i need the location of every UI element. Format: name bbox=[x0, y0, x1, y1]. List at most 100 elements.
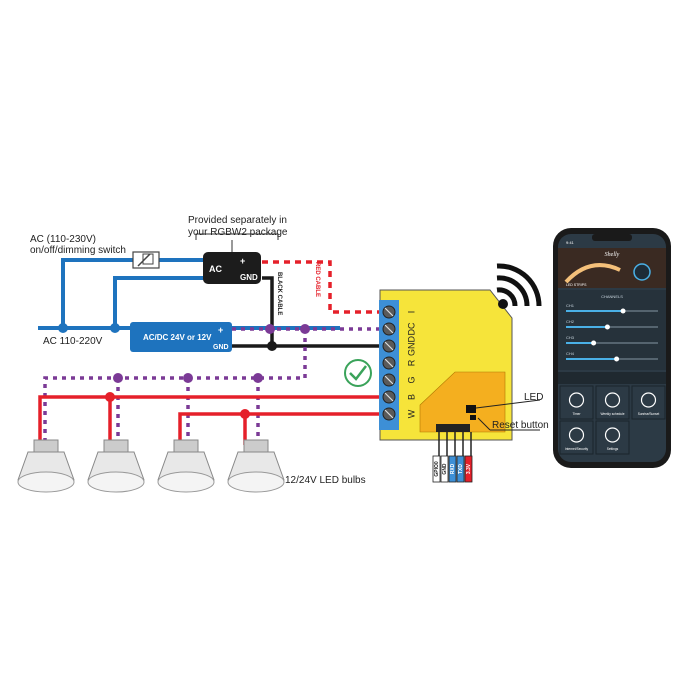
adapter-ac-label: AC bbox=[209, 264, 222, 274]
red-cable-label: RED CABLE bbox=[314, 262, 320, 297]
channel-slider-fill bbox=[566, 326, 608, 328]
channels-title: CHANNELS bbox=[601, 294, 623, 299]
terminal-label: R bbox=[406, 359, 416, 366]
channel-name: CH4 bbox=[566, 351, 575, 356]
red-cable bbox=[262, 260, 380, 314]
psu-plus-label: + bbox=[218, 325, 223, 335]
certification-check-icon bbox=[344, 359, 372, 387]
channel-slider-thumb[interactable] bbox=[591, 340, 597, 346]
wifi-icon bbox=[496, 263, 542, 309]
reset-button[interactable] bbox=[470, 415, 476, 420]
tile-icon bbox=[568, 427, 585, 443]
psu-title: AC/DC 24V or 12V bbox=[143, 333, 212, 342]
terminal-screw-slot bbox=[384, 324, 394, 334]
terminal-label: B bbox=[406, 394, 416, 400]
device-name: LED STRIPS bbox=[566, 283, 587, 287]
channel-slider-thumb[interactable] bbox=[614, 356, 620, 362]
channel-slider-fill bbox=[566, 310, 624, 312]
junction-dot bbox=[267, 341, 277, 351]
led-label: LED bbox=[524, 392, 543, 403]
channel-slider-fill bbox=[566, 358, 617, 360]
header-pin-label: RXD bbox=[450, 463, 456, 474]
terminal-screw-slot bbox=[384, 375, 394, 385]
junction-dot bbox=[105, 392, 115, 402]
header-pin-sleeve bbox=[464, 455, 473, 483]
terminal-screw-slot bbox=[384, 358, 394, 368]
brand-logo: Shelly bbox=[605, 252, 620, 258]
header-pin-label: 3.3V bbox=[466, 463, 472, 474]
feature-tile[interactable] bbox=[559, 385, 594, 420]
channel-slider-track[interactable] bbox=[566, 342, 658, 344]
tile-icon bbox=[604, 392, 621, 408]
header-pin-label: GPIO0 bbox=[434, 461, 440, 477]
feature-tile[interactable] bbox=[559, 420, 594, 455]
terminal-screw-slot bbox=[384, 307, 394, 317]
terminal-screw-slot bbox=[384, 341, 394, 351]
adapter-gnd-label: GND bbox=[240, 273, 258, 282]
tile-icon bbox=[604, 427, 621, 443]
terminal-label: DC bbox=[406, 322, 416, 335]
tile-label: Settings bbox=[607, 447, 619, 451]
channel-slider-fill bbox=[566, 342, 594, 344]
black-cable-label: BLACK CABLE bbox=[276, 272, 282, 315]
header-pin-label: GND bbox=[442, 463, 448, 475]
dimming-switch-icon bbox=[132, 251, 160, 269]
psu-box: AC/DC 24V or 12V + GND bbox=[130, 322, 232, 352]
header-pin-sleeve bbox=[440, 455, 449, 483]
tile-label: Timer bbox=[572, 412, 581, 416]
header-pin-sleeve bbox=[432, 455, 441, 483]
red-channel-wire bbox=[38, 395, 380, 445]
psu-gnd-label: GND bbox=[213, 344, 229, 351]
led-indicator bbox=[466, 405, 476, 413]
channel-name: CH1 bbox=[566, 303, 575, 308]
bulbs-label: 12/24V LED bulbs bbox=[285, 475, 366, 486]
red-channel-wire-2 bbox=[178, 412, 380, 445]
channel-slider-thumb[interactable] bbox=[620, 308, 626, 314]
black-cable bbox=[262, 276, 380, 348]
terminal-label: I bbox=[406, 311, 416, 314]
tile-label: Weekly schedule bbox=[600, 412, 624, 416]
feature-tile[interactable] bbox=[595, 420, 630, 455]
status-time: 9:41 bbox=[566, 240, 575, 245]
tile-icon bbox=[640, 392, 657, 408]
header-pin-sleeve bbox=[448, 455, 457, 483]
led-bulb bbox=[157, 439, 215, 493]
header-pin-wires bbox=[438, 432, 472, 456]
terminal-label: GND bbox=[406, 336, 416, 357]
ac-main-label: AC 110-220V bbox=[43, 336, 103, 347]
provided-label: Provided separately in bbox=[188, 215, 287, 226]
header-pin-sleeve bbox=[456, 455, 465, 483]
channel-slider-thumb[interactable] bbox=[604, 324, 610, 330]
feature-tile[interactable] bbox=[631, 385, 666, 420]
adapter-plus-label: + bbox=[240, 256, 245, 266]
terminal-screw-slot bbox=[384, 409, 394, 419]
junction-dot bbox=[240, 409, 250, 419]
led-bulb bbox=[227, 439, 285, 493]
terminal-label: W bbox=[406, 409, 416, 418]
ac-switch-label-2: on/off/dimming switch bbox=[30, 245, 126, 256]
junction-dot bbox=[113, 373, 123, 383]
tile-icon bbox=[568, 392, 585, 408]
junction-dot bbox=[253, 373, 263, 383]
ac-wiring bbox=[38, 258, 340, 330]
junction-dot bbox=[183, 373, 193, 383]
junction-dot bbox=[58, 323, 68, 333]
tile-label: Internet/Security bbox=[565, 447, 589, 451]
channel-name: CH3 bbox=[566, 335, 575, 340]
terminal-screws bbox=[382, 305, 396, 421]
header-connector bbox=[436, 424, 470, 432]
led-bulb bbox=[87, 439, 145, 493]
header-pin-label: TXD bbox=[458, 464, 464, 474]
junction-dot bbox=[110, 323, 120, 333]
reset-label: Reset button bbox=[492, 420, 549, 431]
feature-tile[interactable] bbox=[595, 385, 630, 420]
junction-dot bbox=[265, 324, 275, 334]
led-bulb bbox=[17, 439, 75, 493]
channel-name: CH2 bbox=[566, 319, 575, 324]
channel-slider-track[interactable] bbox=[566, 326, 658, 328]
